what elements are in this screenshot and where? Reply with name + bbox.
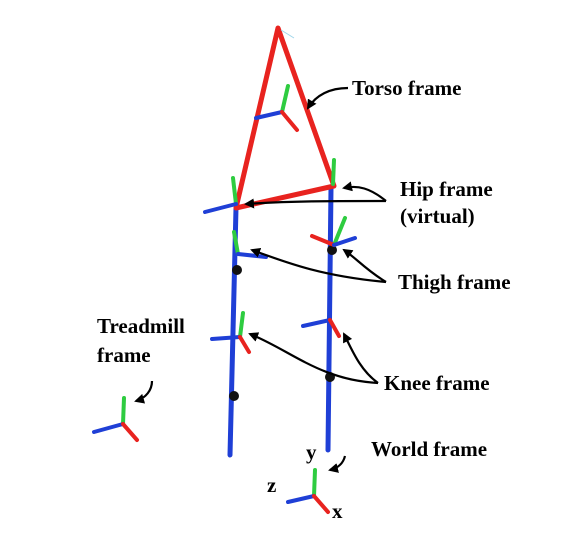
world-frame-axes — [286, 468, 330, 514]
thigh-arrow-left — [250, 248, 387, 284]
torso-apex-hint — [280, 29, 295, 39]
hip-frame-sublabel: (virtual) — [400, 204, 475, 228]
torso-frame-axes — [254, 84, 299, 132]
torso-arrow — [306, 86, 349, 110]
thigh-frame-label: Thigh frame — [398, 270, 511, 294]
world-frame-label: World frame — [371, 437, 487, 461]
left-thigh-joint — [232, 265, 242, 275]
knee-frame-label: Knee frame — [384, 371, 490, 395]
hip-arrow-right — [342, 181, 387, 202]
left-knee-joint — [229, 391, 239, 401]
hip-arrow-left — [244, 198, 387, 209]
knee-arrow-left — [248, 332, 379, 385]
knee-frame-axes-right — [301, 318, 341, 338]
left-leg — [227, 205, 239, 458]
world-axis-x-label: x — [332, 499, 343, 523]
thigh-arrow-right — [342, 248, 387, 283]
treadmill-frame-axes — [92, 396, 139, 442]
torso-frame-label: Torso frame — [352, 76, 461, 100]
torso-triangle — [233, 25, 337, 209]
world-axis-y-label: y — [306, 440, 317, 464]
right-thigh-joint — [327, 245, 337, 255]
treadmill-arrow — [134, 380, 154, 404]
hip-frame-label: Hip frame — [400, 177, 493, 201]
thigh-frame-axes-right — [310, 216, 357, 247]
treadmill-frame-sublabel: frame — [97, 343, 151, 367]
treadmill-frame-label: Treadmill — [97, 314, 185, 338]
world-arrow — [328, 455, 347, 473]
hip-frame-axes-right — [331, 158, 336, 186]
knee-arrow-right — [343, 332, 379, 384]
hip-frame-axes-left — [203, 176, 238, 214]
knee-frame-axes-left — [210, 311, 251, 354]
world-axis-z-label: z — [267, 473, 276, 497]
